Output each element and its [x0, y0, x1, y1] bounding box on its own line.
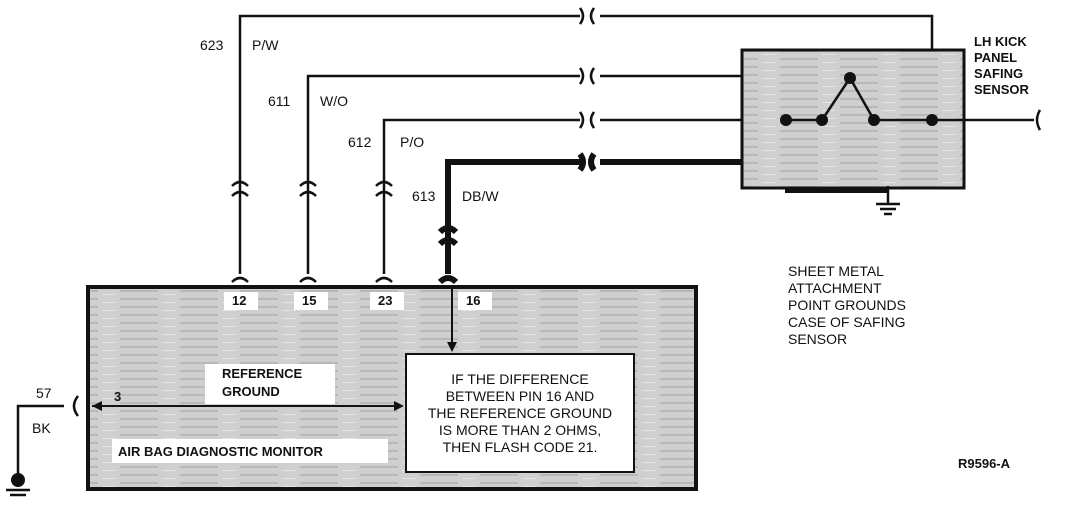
wire-57: [16, 395, 80, 476]
note-line-1: SHEET METAL: [788, 263, 884, 279]
note-line-3: POINT GROUNDS: [788, 297, 906, 313]
sensor-title-line-4: SENSOR: [974, 82, 1030, 97]
wire-623-circuit: 623: [200, 37, 224, 53]
wire-611-color: W/O: [320, 93, 348, 109]
pin-label-3: 3: [114, 389, 121, 404]
note-line-5: SENSOR: [788, 331, 847, 347]
pin-label-15: 15: [302, 293, 316, 308]
wire-57-circuit: 57: [36, 385, 52, 401]
pin-label-23: 23: [378, 293, 392, 308]
module-ground-icon: [6, 473, 30, 497]
wire-57-color: BK: [32, 420, 51, 436]
info-box: IF THE DIFFERENCE BETWEEN PIN 16 AND THE…: [405, 353, 635, 473]
sensor-title-line-1: LH KICK: [974, 34, 1027, 49]
wire-611-circuit: 611: [268, 93, 291, 109]
wire-612-circuit: 612: [348, 134, 372, 150]
lh-kick-panel-safing-sensor: LH KICK PANEL SAFING SENSOR: [740, 30, 1056, 190]
wire-613-circuit: 613: [412, 188, 436, 204]
note-line-4: CASE OF SAFING: [788, 314, 905, 330]
wire-613-color: DB/W: [462, 188, 499, 204]
note-line-2: ATTACHMENT: [788, 280, 882, 296]
info-line-4: IS MORE THAN 2 OHMS,: [439, 422, 601, 438]
info-line-5: THEN FLASH CODE 21.: [443, 439, 598, 455]
wire-611: [299, 67, 788, 283]
pin-16-arrow: [447, 289, 457, 352]
info-line-3: THE REFERENCE GROUND: [428, 405, 612, 421]
sensor-title-line-2: PANEL: [974, 50, 1017, 65]
reference-ground-arrow: [92, 401, 404, 411]
reference-ground-line-2: GROUND: [222, 384, 280, 399]
module-title: AIR BAG DIAGNOSTIC MONITOR: [118, 444, 323, 459]
figure-id: R9596-A: [958, 456, 1011, 471]
info-line-2: BETWEEN PIN 16 AND: [446, 388, 595, 404]
wire-623-color: P/W: [252, 37, 279, 53]
info-line-1: IF THE DIFFERENCE: [451, 371, 588, 387]
pin-label-16: 16: [466, 293, 480, 308]
pin-label-12: 12: [232, 293, 246, 308]
sensor-ground-icon: [876, 186, 900, 216]
reference-ground-line-1: REFERENCE: [222, 366, 303, 381]
wire-612-color: P/O: [400, 134, 424, 150]
sensor-title-line-3: SAFING: [974, 66, 1023, 81]
module-title-bg: [112, 439, 388, 463]
ground-note: SHEET METAL ATTACHMENT POINT GROUNDS CAS…: [788, 263, 906, 347]
